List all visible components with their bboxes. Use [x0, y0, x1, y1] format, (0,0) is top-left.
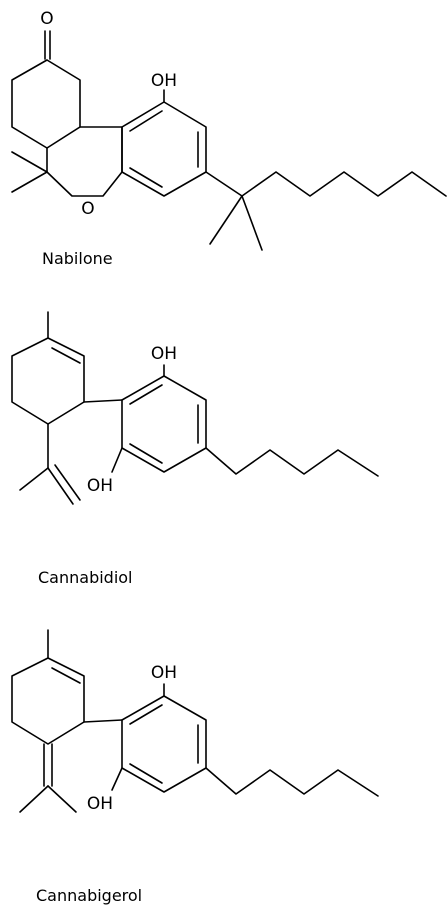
nabilone-aromatic-double-1 [129, 110, 163, 132]
cbd-isopropenyl-ch2 [47, 467, 74, 505]
nabilone-structure [11, 30, 447, 251]
cbg-ring-link [83, 719, 123, 723]
cbg-hydroxyl-bottom-label: OH [87, 794, 113, 814]
cannabidiol-structure [11, 311, 379, 505]
cbg-aromatic-ring [121, 695, 207, 793]
cbg-aromatic-double-3 [129, 763, 163, 784]
cbd-isopropenyl-ch2-double [54, 464, 81, 501]
cbg-pentyl-chain [205, 767, 379, 797]
nabilone-carbonyl-o-label: O [40, 9, 53, 29]
nabilone-quaternary-bond [205, 171, 243, 197]
cbd-ring-link [83, 399, 123, 403]
nabilone-heptyl-chain [241, 171, 447, 197]
cbd-ring-double [51, 347, 81, 364]
cbd-aromatic-ring [121, 375, 207, 473]
nabilone-pyran-ring [46, 126, 123, 197]
cbg-isopropylidene-methyl-2 [47, 785, 77, 813]
cbd-name: Cannabidiol [38, 568, 133, 587]
nabilone-ring-o-label: O [81, 199, 94, 219]
nabilone-aromatic-double-3 [129, 167, 163, 188]
nabilone-name: Nabilone [42, 249, 113, 268]
nabilone-methyl-1 [11, 151, 48, 173]
nabilone-methyl-2 [11, 171, 48, 193]
nabilone-qmethyl-1 [209, 195, 243, 245]
cbd-hydroxyl-bottom-label: OH [87, 476, 113, 496]
cbd-cyclohexene-ring [11, 337, 85, 425]
cbd-aromatic-double-3 [129, 443, 163, 464]
cbg-oh-bottom-bond [111, 767, 123, 791]
nabilone-hydroxyl-label: OH [151, 71, 177, 91]
cbg-hydroxyl-top-label: OH [151, 663, 177, 683]
cbg-cyclohexene-ring [11, 657, 85, 745]
nabilone-cyclohexanone-ring [11, 59, 81, 149]
nabilone-qmethyl-2 [241, 195, 263, 251]
cbg-name: Cannabigerol [36, 886, 142, 905]
cbg-isopropylidene-methyl-1 [19, 785, 49, 813]
cbd-hydroxyl-top-label: OH [151, 344, 177, 364]
nabilone-aromatic-ring [121, 101, 207, 197]
cbg-aromatic-double-1 [129, 704, 163, 725]
cbd-oh-bottom-bond [111, 447, 123, 473]
cbd-isopropenyl-methyl [19, 467, 49, 491]
cbd-pentyl-chain [205, 447, 379, 477]
cannabigerol-structure [11, 629, 379, 813]
cbd-aromatic-double-1 [129, 384, 163, 405]
cbg-ring-double [51, 667, 81, 684]
